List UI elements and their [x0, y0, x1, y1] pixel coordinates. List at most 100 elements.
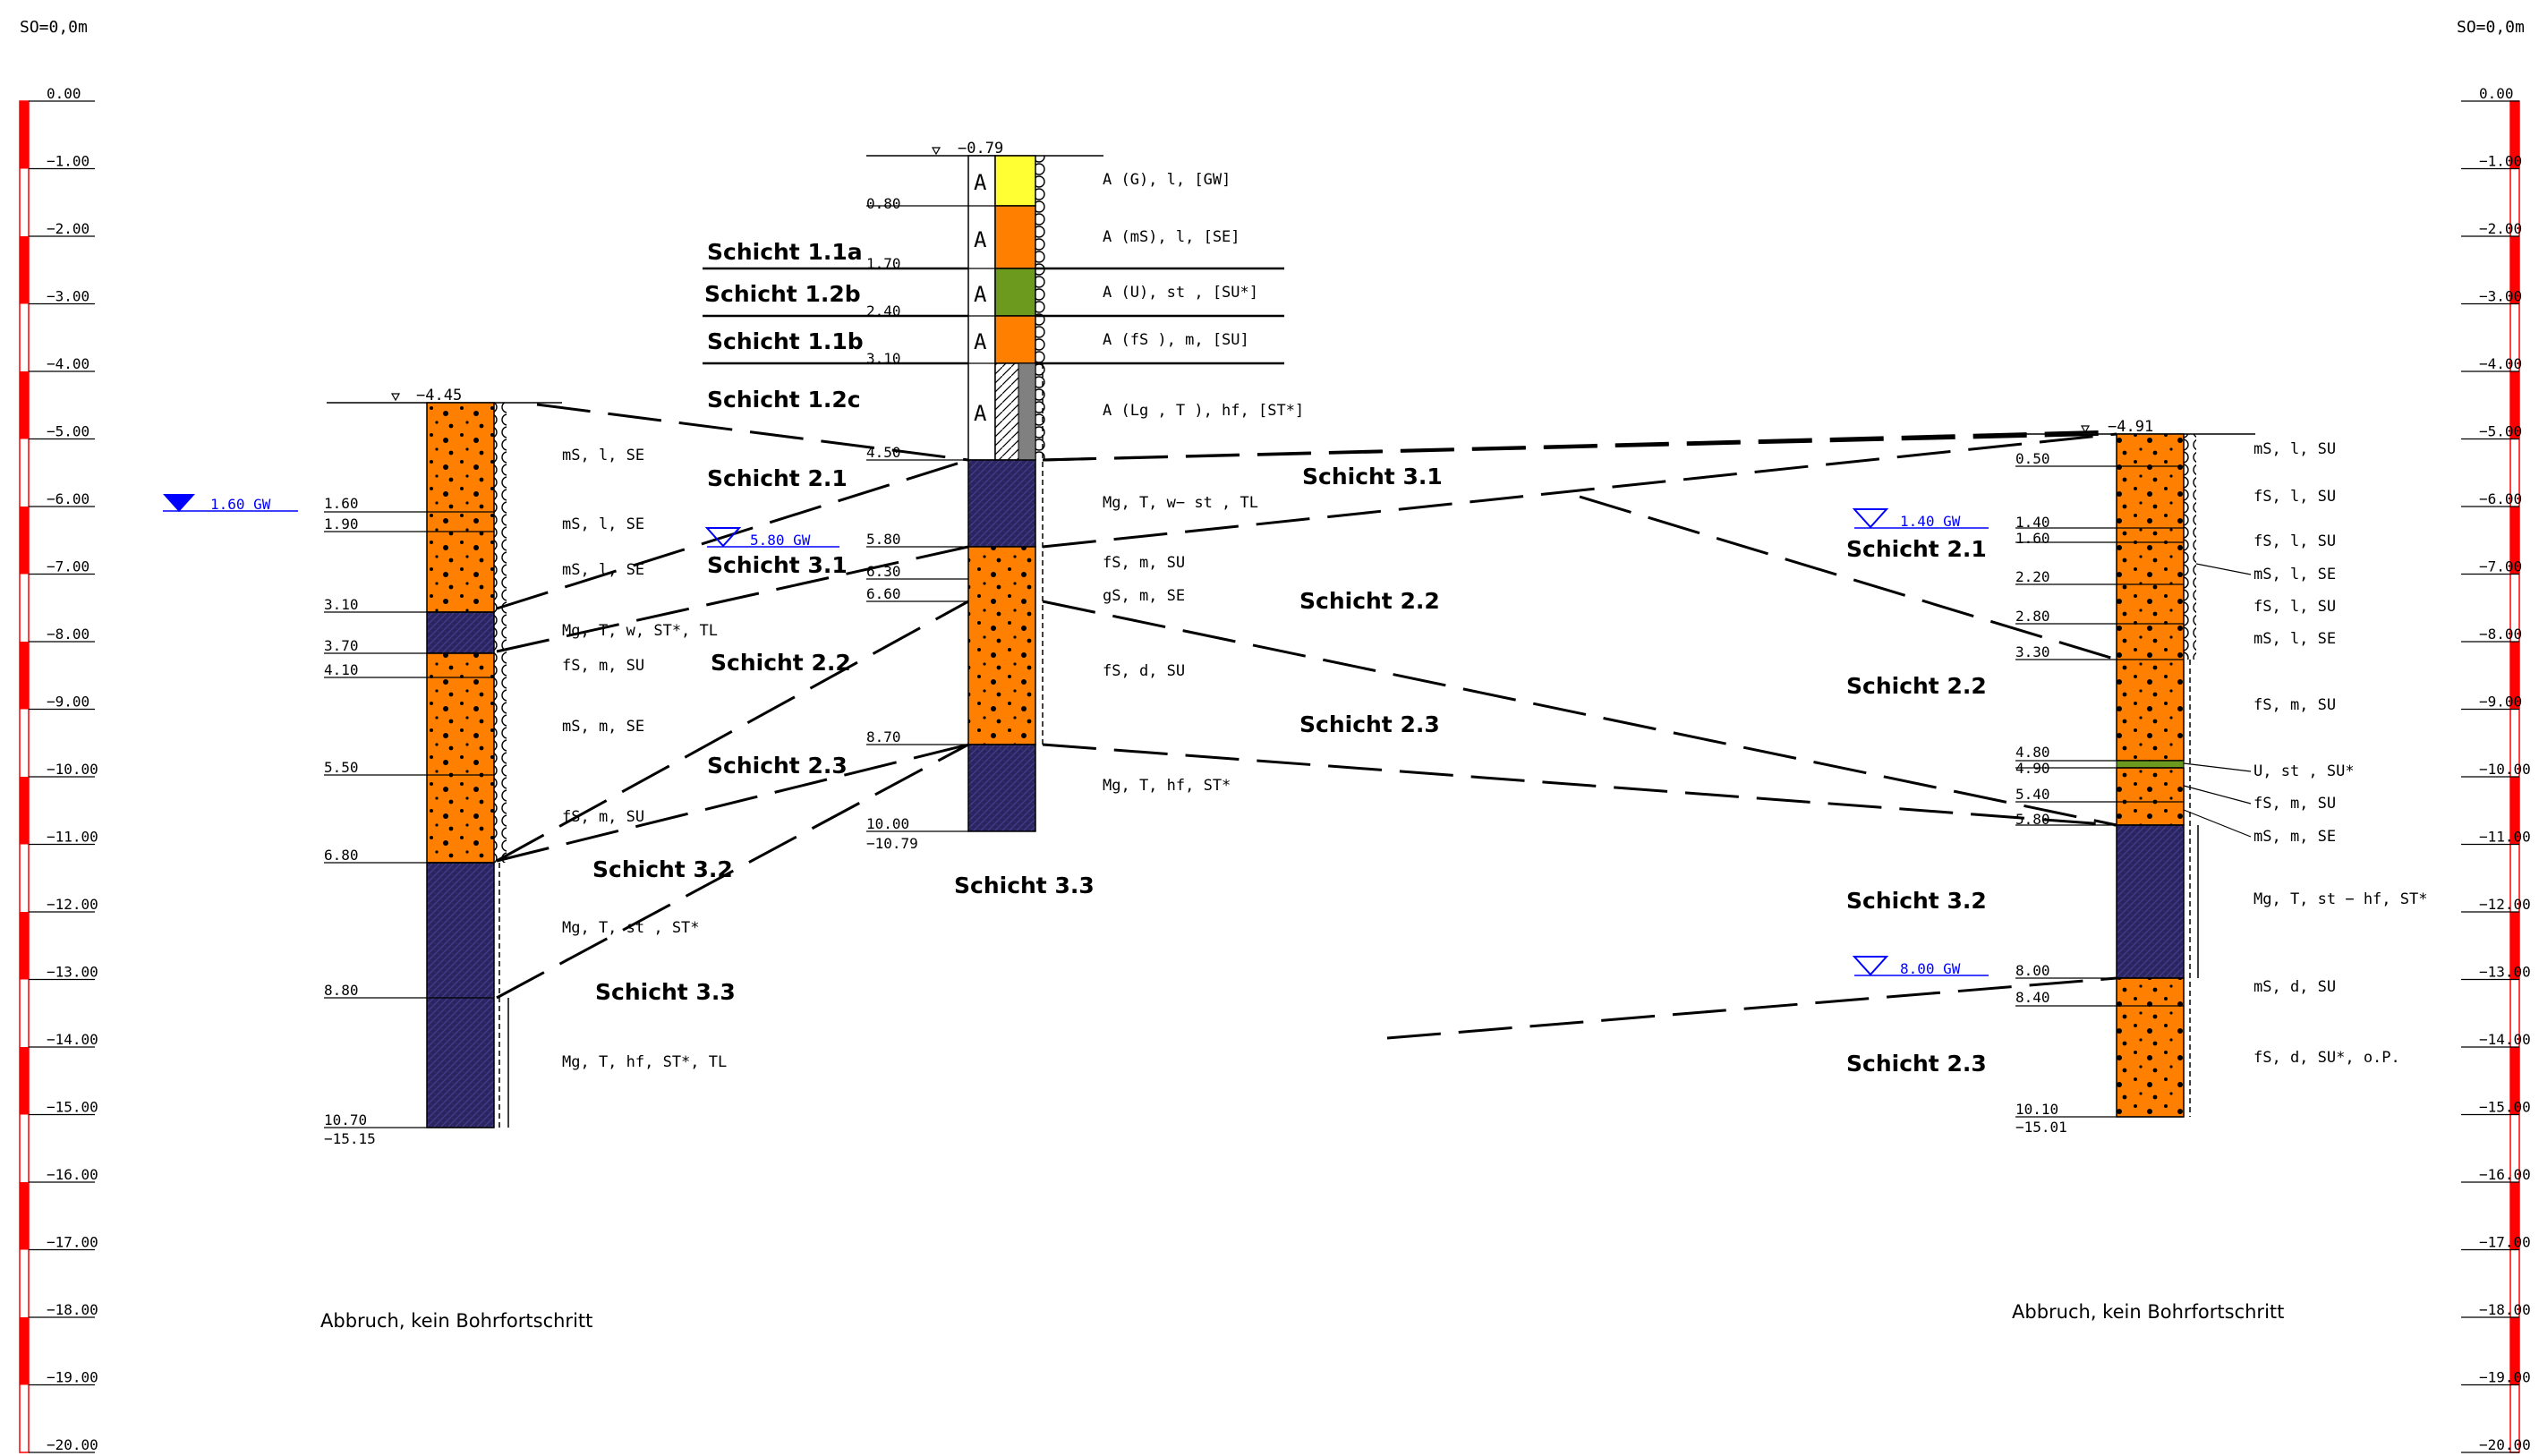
soil-description: mS, d, SU	[2254, 978, 2336, 996]
layer-label: Schicht 3.1	[1302, 464, 1443, 490]
borehole-left-note: Abbruch, kein Bohrfortschritt	[320, 1310, 592, 1332]
soil-description: Mg, T, hf, ST*	[1103, 777, 1231, 795]
soil-description: Mg, T, st − hf, ST*	[2254, 890, 2427, 908]
scale-label: −16.00	[2479, 1166, 2531, 1183]
depth-label: 1.70	[866, 255, 901, 272]
scale-label: −20.00	[2479, 1436, 2531, 1453]
scale-segment	[2510, 101, 2519, 169]
groundwater-marker: 1.40 GW	[1852, 508, 1989, 530]
scale-label: −19.00	[47, 1369, 98, 1386]
fill-marker: A	[974, 401, 987, 426]
scale-segment	[20, 1047, 29, 1115]
scale-label: −16.00	[47, 1166, 98, 1183]
depth-label: 3.30	[2015, 643, 2050, 660]
scale-label: −1.00	[2479, 153, 2522, 170]
soil-description: mS, l, SE	[562, 515, 644, 533]
scale-segment	[20, 777, 29, 845]
scale-label: 0.00	[47, 85, 81, 102]
right-datum-label: SO=0,0m	[2457, 18, 2525, 37]
soil-description: Mg, T, w− st , TL	[1103, 494, 1258, 512]
depth-label: 10.70	[324, 1111, 367, 1128]
depth-label: 1.90	[324, 515, 359, 532]
scale-segment	[20, 912, 29, 980]
layer-label: Schicht 2.2	[1299, 588, 1440, 614]
scale-label: −5.00	[47, 423, 89, 440]
scale-segment	[20, 507, 29, 575]
scale-segment	[2510, 1047, 2519, 1115]
fill-marker: A	[974, 170, 987, 195]
scale-label: −17.00	[2479, 1234, 2531, 1251]
depth-label: 8.40	[2015, 989, 2050, 1006]
soil-description: gS, m, SE	[1103, 587, 1185, 605]
depth-label: 4.50	[866, 444, 901, 461]
soil-description: A (G), l, [GW]	[1103, 171, 1231, 189]
layer-label: Schicht 1.2c	[707, 387, 861, 413]
scale-label: −2.00	[2479, 220, 2522, 237]
depth-label: 2.40	[866, 302, 901, 319]
depth-label: 4.10	[324, 661, 359, 678]
scale-segment	[2510, 1182, 2519, 1250]
scale-label: −12.00	[2479, 896, 2531, 913]
depth-label: 10.00	[866, 815, 909, 832]
depth-label: 2.80	[2015, 608, 2050, 625]
scale-label: −6.00	[2479, 490, 2522, 507]
layer-label: Schicht 1.1b	[707, 328, 864, 354]
layer-label: Schicht 2.3	[1846, 1051, 1987, 1077]
layer-label: Schicht 2.3	[707, 753, 848, 779]
groundwater-label: 1.60 GW	[210, 496, 271, 513]
scale-label: −9.00	[47, 694, 89, 711]
soil-description: mS, l, SE	[2254, 630, 2336, 648]
fill-marker: A	[974, 227, 987, 252]
layer-label: Schicht 2.1	[707, 465, 848, 491]
soil-description: mS, l, SE	[562, 447, 644, 464]
borehole-right: −4.91 0.50 1.40 1.60 2.20 2.80	[1852, 418, 2427, 1323]
scale-label: −15.00	[2479, 1099, 2531, 1116]
borehole-middle-top-level: −0.79	[958, 140, 1003, 158]
soil-description: mS, m, SE	[2254, 828, 2336, 846]
scale-label: −7.00	[2479, 558, 2522, 575]
scale-label: −9.00	[2479, 694, 2522, 711]
soil-description: A (U), st , [SU*]	[1103, 284, 1258, 302]
soil-description: Mg, T, w, ST*, TL	[562, 622, 718, 640]
scale-segment	[2510, 642, 2519, 710]
fill-marker: A	[974, 329, 987, 354]
soil-description: A (fS ), m, [SU]	[1103, 331, 1249, 349]
scale-label: −5.00	[2479, 423, 2522, 440]
depth-label: 3.70	[324, 637, 359, 654]
depth-label: 3.10	[324, 596, 359, 613]
soil-description: U, st , SU*	[2254, 762, 2355, 780]
scale-label: 0.00	[2479, 85, 2514, 102]
scale-label: −11.00	[2479, 829, 2531, 846]
soil-description: mS, l, SE	[562, 561, 644, 579]
layer-label: Schicht 3.2	[1846, 888, 1987, 914]
scale-label: −18.00	[47, 1301, 98, 1318]
scale-label: −3.00	[2479, 288, 2522, 305]
layer-label: Schicht 1.1a	[707, 239, 863, 265]
layer-label: Schicht 3.3	[595, 979, 736, 1005]
scale-segment	[20, 236, 29, 304]
depth-label: 6.80	[324, 847, 359, 864]
layer-label: Schicht 3.3	[954, 873, 1095, 898]
scale-label: −4.00	[47, 355, 89, 372]
depth-label: 0.80	[866, 195, 901, 212]
groundwater-marker: 5.80 GW	[704, 527, 839, 549]
depth-label: 1.40	[2015, 514, 2050, 531]
soil-description: fS, l, SU	[2254, 488, 2336, 506]
scale-segment	[20, 1317, 29, 1385]
groundwater-label: 8.00 GW	[1900, 960, 1961, 977]
depth-label: 5.80	[866, 531, 901, 548]
scale-label: −13.00	[47, 964, 98, 981]
soil-description: mS, m, SE	[562, 718, 644, 736]
scale-segment	[2510, 507, 2519, 575]
scale-label: −14.00	[47, 1031, 98, 1048]
layer-label: Schicht 2.1	[1846, 536, 1987, 562]
soil-description: A (mS), l, [SE]	[1103, 228, 1240, 246]
scale-label: −4.00	[2479, 355, 2522, 372]
fill-marker: A	[974, 282, 987, 307]
soil-description: fS, m, SU	[562, 808, 644, 826]
borehole-left-bottom-level: −15.15	[324, 1130, 376, 1147]
groundwater-marker: 8.00 GW	[1852, 956, 1989, 977]
scale-segment	[2510, 1317, 2519, 1385]
borehole-left-top-level: −4.45	[416, 387, 462, 404]
